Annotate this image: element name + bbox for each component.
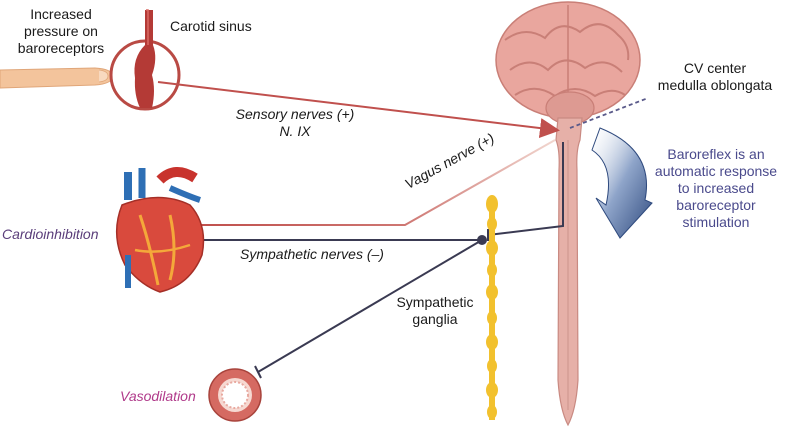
sensory-nerve-line	[157, 81, 560, 139]
sympathetic-nerves-label: Sympathetic nerves (–)	[240, 246, 384, 262]
curved-arrow-icon	[591, 127, 653, 239]
sympathetic-chain-icon	[486, 195, 498, 420]
sympathetic-ganglia-label: Sympathetic ganglia	[396, 294, 474, 327]
vagus-nerve-line	[198, 139, 556, 226]
cv-center-label: CV center medulla oblongata	[657, 60, 773, 93]
sensory-nerves-label: Sensory nerves (+) N. IX	[235, 106, 355, 139]
increased-pressure-label: Increased pressure on baroreceptors	[17, 6, 105, 56]
vessel-cross-section-icon	[208, 368, 262, 422]
baroreflex-label: Baroreflex is an automatic response to i…	[654, 146, 778, 230]
cardioinhibition-label: Cardioinhibition	[2, 226, 99, 242]
cord-to-ganglia-line	[487, 142, 564, 236]
sympathetic-nerve-vessel-line	[257, 239, 483, 373]
finger-icon	[0, 67, 114, 89]
carotid-artery-icon	[109, 9, 181, 111]
heart-icon	[116, 167, 205, 293]
vasodilation-label: Vasodilation	[120, 388, 196, 404]
spinal-cord-icon	[555, 117, 583, 427]
carotid-sinus-label: Carotid sinus	[170, 18, 252, 34]
brain-icon	[495, 1, 641, 125]
